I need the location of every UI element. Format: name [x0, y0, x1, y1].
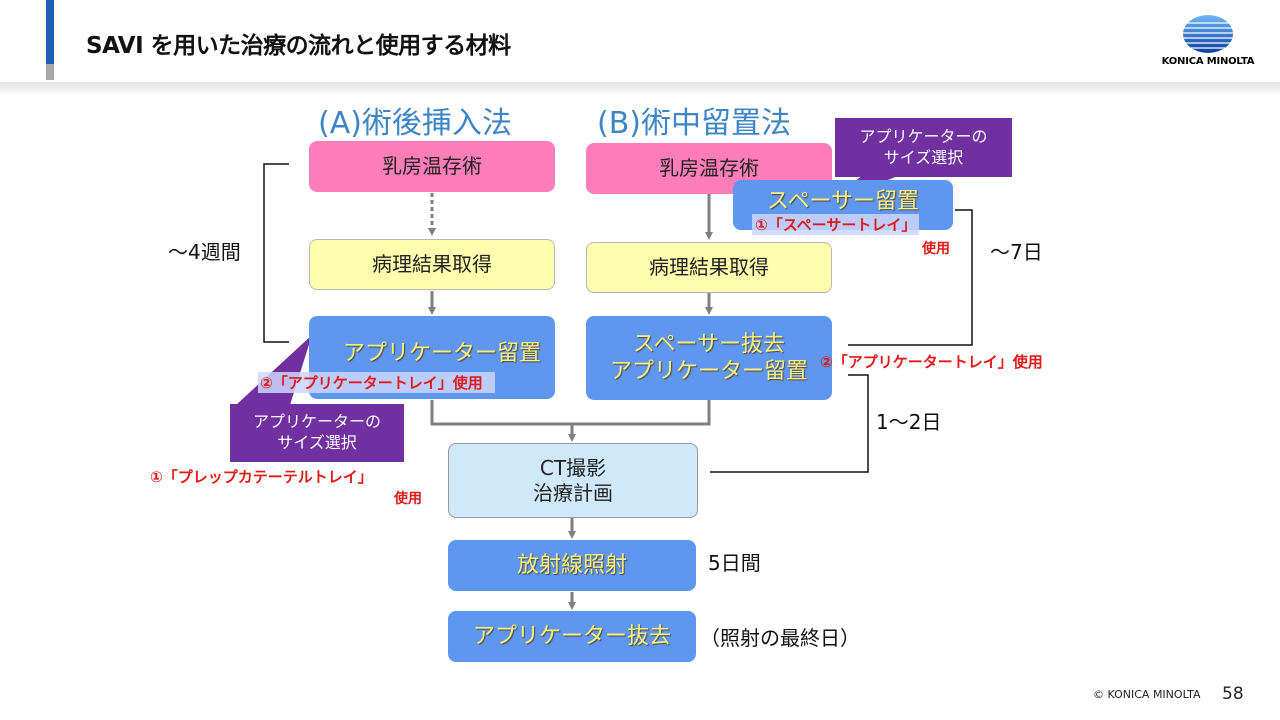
konica-minolta-logo-icon [1183, 15, 1233, 53]
a-pathology-result: 病理結果取得 [309, 239, 555, 290]
page-number: 58 [1222, 684, 1244, 704]
bracket-7-days [848, 209, 973, 346]
title-accent-bar-lower [46, 64, 54, 80]
callout-applicator-size-selection-left: アプリケーターの サイズ選択 [230, 404, 404, 462]
spacer-tray-use: 使用 [922, 241, 950, 257]
merge-connector [430, 400, 711, 426]
page-title: SAVI を用いた治療の流れと使用する材料 [86, 33, 511, 59]
duration-4-weeks: ～4週間 [168, 240, 241, 264]
duration-1-2-days: 1～2日 [876, 410, 942, 434]
callout-applicator-size-selection-top: アプリケーターの サイズ選択 [835, 118, 1012, 177]
column-b-title: (B)術中留置法 [597, 106, 791, 141]
bracket-4-weeks [263, 163, 289, 343]
header-shadow [0, 82, 1280, 96]
b-pathology-result: 病理結果取得 [586, 242, 832, 293]
ct-scan-treatment-planning: CT撮影 治療計画 [448, 443, 698, 518]
duration-last-day: （照射の最終日） [700, 626, 860, 650]
title-accent-bar [46, 0, 54, 64]
spacer-tray-annotation: ①「スペーサートレイ」 [752, 214, 920, 235]
prep-catheter-tray-use: 使用 [394, 491, 422, 507]
header-bar [0, 0, 1280, 82]
b-spacer-removal-applicator-placement: スペーサー抜去 アプリケーター留置 [586, 316, 832, 400]
footer-copyright: © KONICA MINOLTA [1093, 688, 1201, 701]
logo-text: KONICA MINOLTA [1161, 56, 1255, 67]
duration-7-days: ～7日 [990, 240, 1043, 264]
bracket-1-2-days [710, 374, 869, 473]
callout-left-pointer [236, 335, 312, 405]
radiation-irradiation: 放射線照射 [448, 540, 696, 591]
prep-catheter-tray-annotation: ①「プレップカテーテルトレイ」 [150, 468, 373, 486]
applicator-tray-annotation-a: ②「アプリケータートレイ」使用 [258, 372, 495, 393]
column-a-title: (A)術後挿入法 [318, 106, 512, 141]
applicator-removal: アプリケーター抜去 [448, 611, 696, 662]
duration-5-days: 5日間 [708, 551, 761, 575]
applicator-tray-annotation-b: ②「アプリケータートレイ」使用 [820, 353, 1043, 371]
a-breast-conserving-surgery: 乳房温存術 [309, 141, 555, 192]
